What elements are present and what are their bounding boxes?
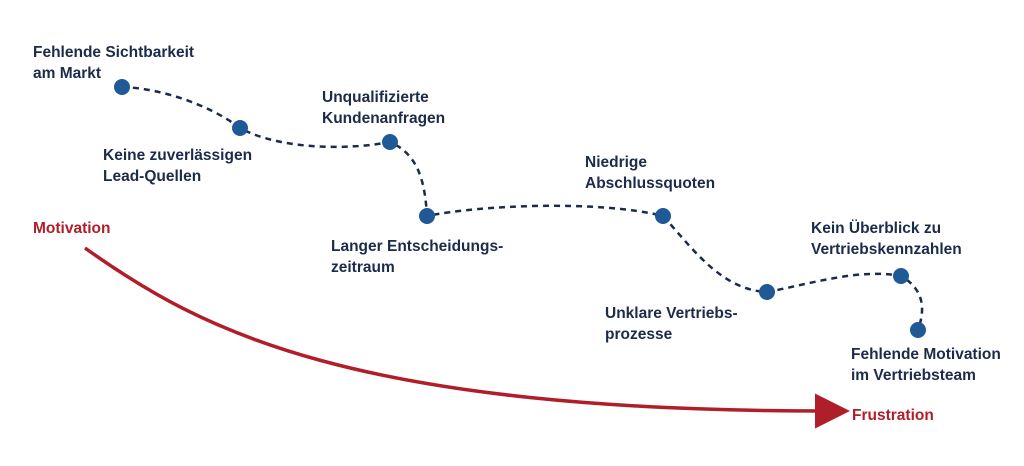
step-node-8 <box>910 322 926 338</box>
step-label-4: Langer Entscheidungs- zeitraum <box>331 238 504 276</box>
motivation-frustration-arrow <box>83 246 850 429</box>
step-label-8: Fehlende Motivation im Vertriebsteam <box>851 346 1001 384</box>
step-label-5: Niedrige Abschlussquoten <box>585 154 716 192</box>
step-label-3: Unqualifizierte Kundenanfragen <box>322 89 446 127</box>
step-node-2 <box>232 120 248 136</box>
step-node-3 <box>382 134 398 150</box>
step-node-1 <box>114 79 130 95</box>
frustration-label: Frustration <box>852 407 934 424</box>
step-label-6: Unklare Vertriebs- prozesse <box>605 305 738 343</box>
step-label-1: Fehlende Sichtbarkeit am Markt <box>33 44 195 82</box>
motivation-label: Motivation <box>33 220 111 237</box>
step-node-5 <box>655 208 671 224</box>
step-label-2: Keine zuverlässigen Lead-Quellen <box>103 147 253 185</box>
journey-dashed-path <box>121 85 924 331</box>
step-node-4 <box>419 208 435 224</box>
step-node-6 <box>759 284 775 300</box>
step-node-7 <box>893 268 909 284</box>
step-label-7: Kein Überblick zu Vertriebskennzahlen <box>811 220 962 258</box>
